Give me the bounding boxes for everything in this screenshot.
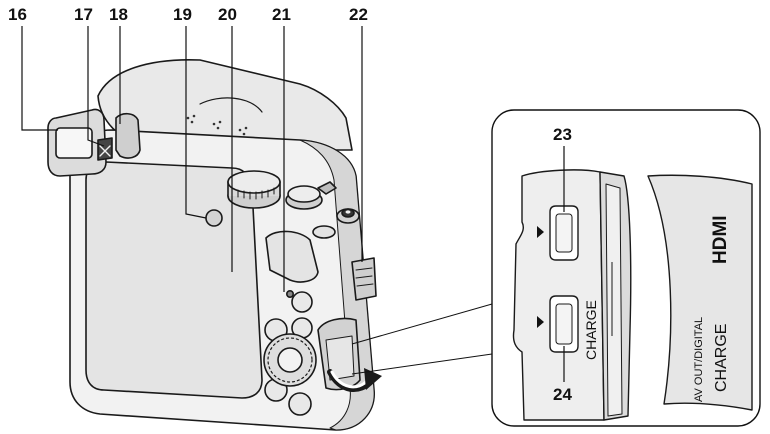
callout-21: 21 (272, 5, 291, 24)
callout-24: 24 (553, 385, 572, 404)
callout-20: 20 (218, 5, 237, 24)
lens-ring (199, 97, 263, 113)
movie-button (336, 208, 360, 224)
zoom-connector (351, 299, 507, 375)
speaker-holes (186, 114, 248, 136)
camera-illustration (47, 59, 382, 431)
mode-dial (227, 170, 281, 209)
viewfinder-window (55, 127, 93, 159)
callout-lines (21, 26, 363, 292)
diopter-lever (115, 112, 141, 159)
callout-22: 22 (349, 5, 368, 24)
usb-marker (537, 316, 544, 328)
shutter-button (285, 181, 337, 210)
callout-19: 19 (173, 5, 192, 24)
door-label-avout: AV OUT/DIGITAL (693, 317, 705, 402)
callout-17: 17 (74, 5, 93, 24)
callout-23: 23 (553, 125, 572, 144)
charging-lamp (285, 289, 294, 298)
inset-door (647, 174, 753, 411)
charge-port-label: CHARGE (583, 300, 599, 360)
control-dial (263, 333, 317, 387)
inset-port-face (512, 169, 605, 421)
hdmi-marker (537, 226, 544, 238)
callout-18: 18 (109, 5, 128, 24)
hdmi-logo: HDMI (710, 215, 731, 264)
flash-button (205, 209, 223, 227)
door-label-charge: CHARGE (713, 324, 730, 392)
thumb-rest (265, 230, 319, 283)
callout-16: 16 (8, 5, 27, 24)
terminal-inset: 23 24 CHARGE AV OUT/DIGITAL CHARGE HDMI (491, 109, 761, 427)
eye-sensor (97, 137, 113, 161)
fn-button-top (312, 225, 336, 239)
strap-eyelet (351, 257, 377, 301)
